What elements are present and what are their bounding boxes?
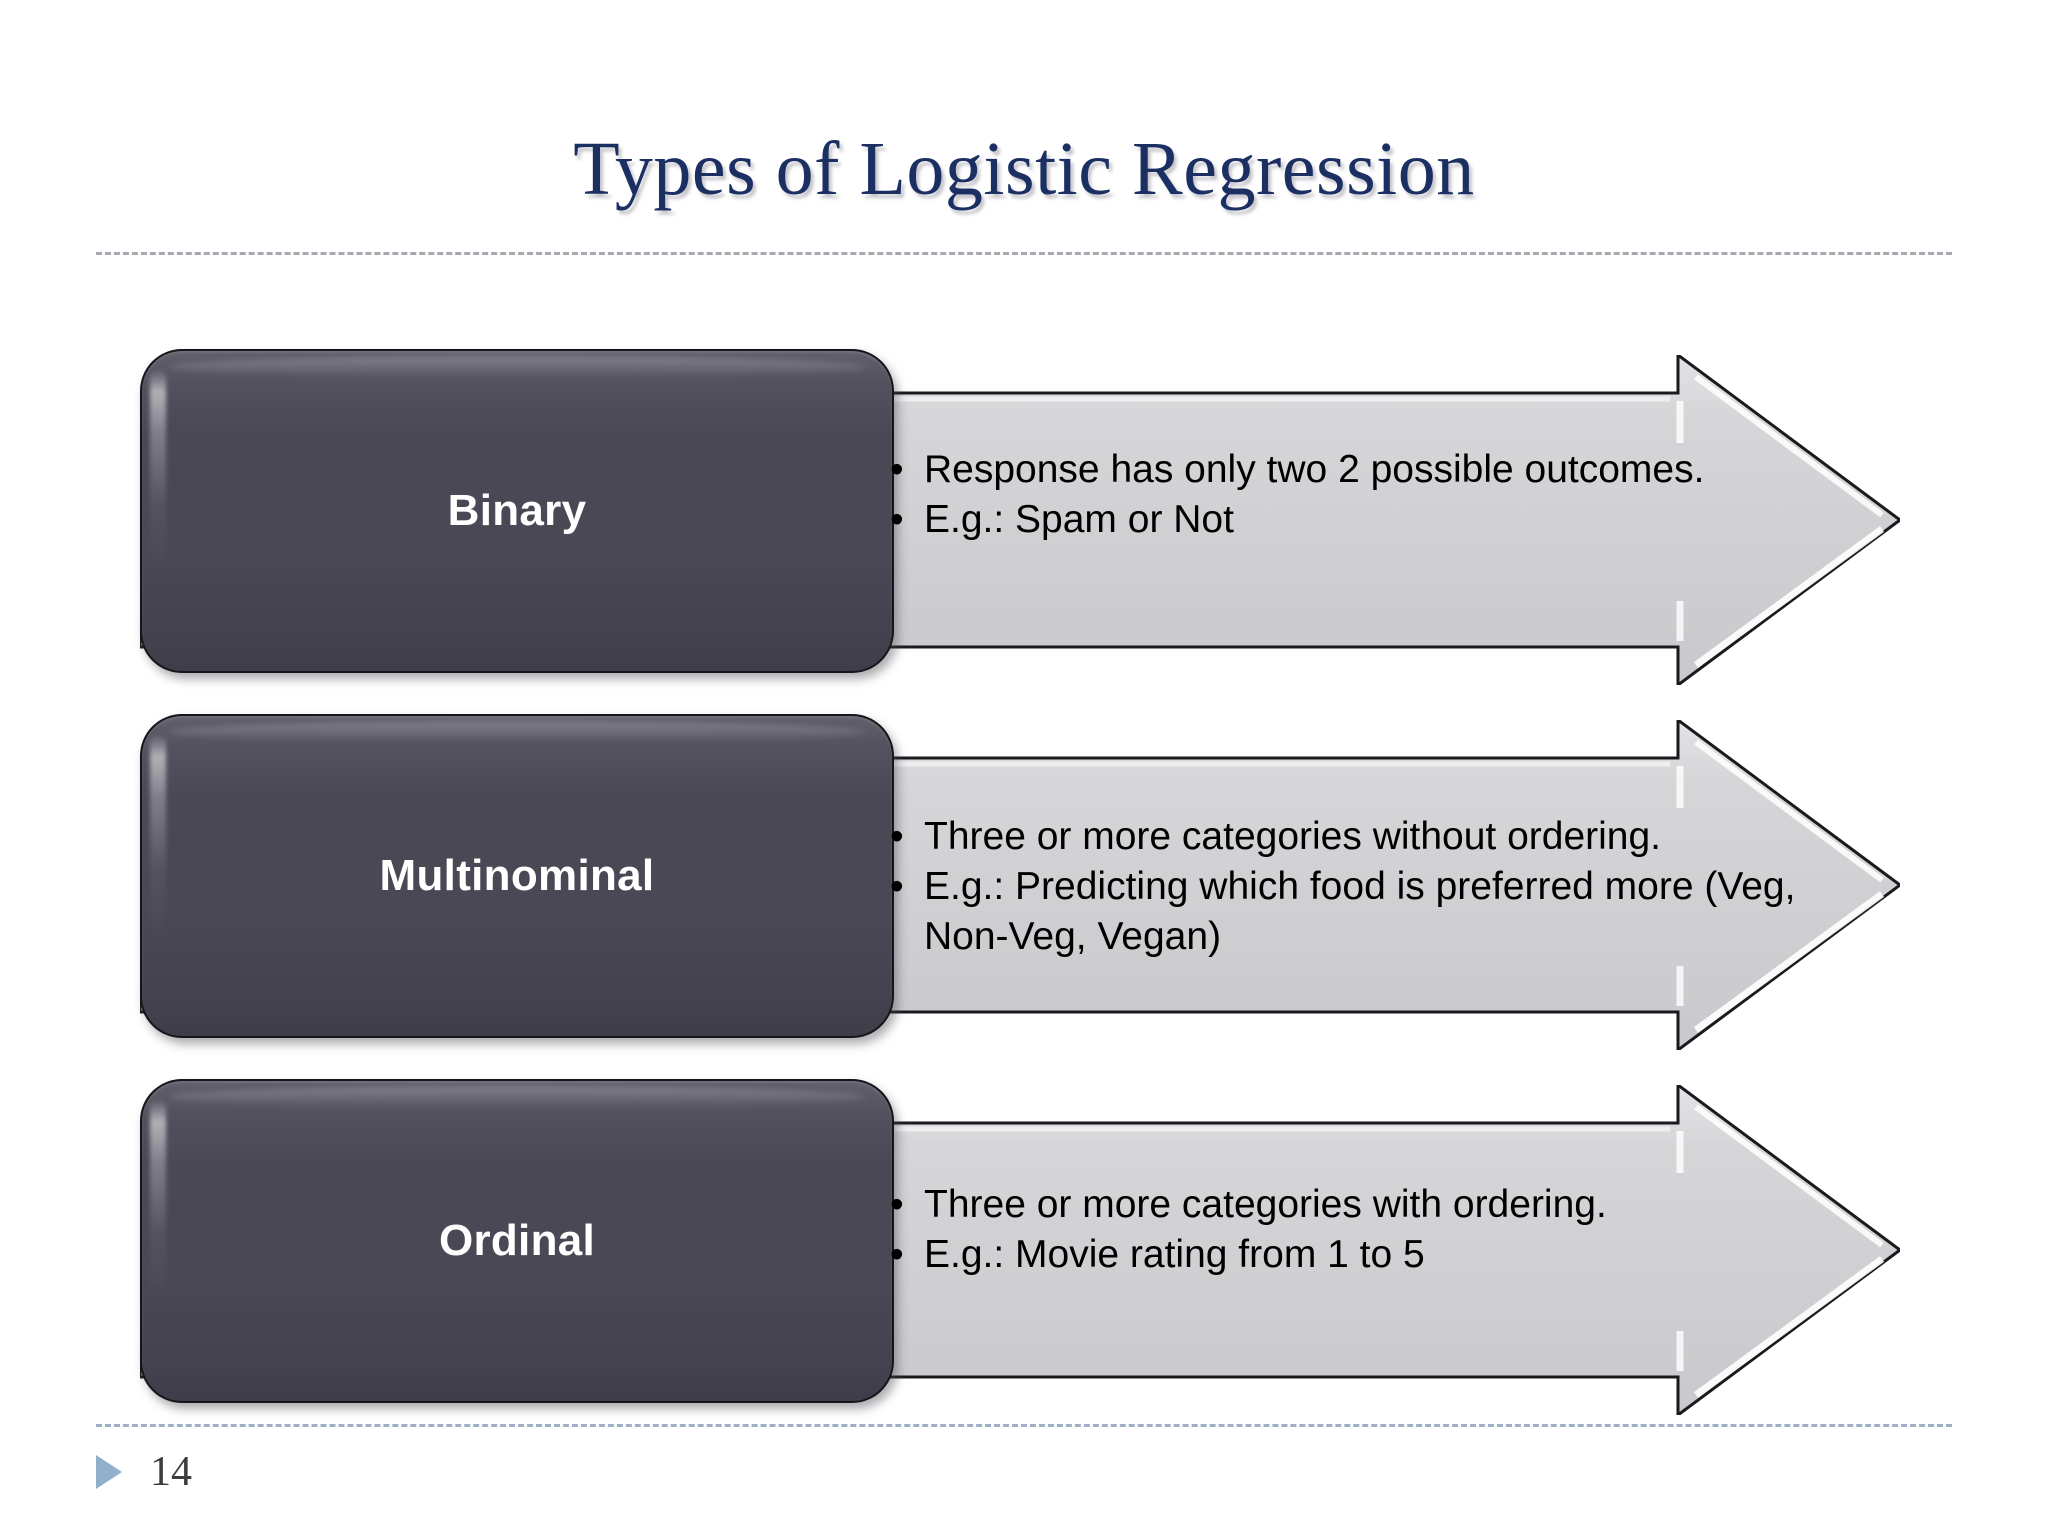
bullet-marker-icon: • [890,497,904,541]
category-label: Multinominal [379,851,655,900]
bullet-item: • Three or more categories without order… [890,812,1850,862]
bullet-item: • E.g.: Movie rating from 1 to 5 [890,1230,1850,1280]
divider-bottom [96,1424,1952,1427]
category-label: Binary [447,486,587,535]
bullet-marker-icon: • [890,1183,904,1226]
category-label: Ordinal [438,1216,596,1265]
divider-top [96,252,1952,255]
bullet-text: E.g.: Movie rating from 1 to 5 [924,1232,1425,1276]
bullet-marker-icon: • [890,448,904,491]
bullet-marker-icon: • [890,1232,904,1276]
category-box-binary[interactable]: Binary [140,349,894,673]
category-box-ordinal[interactable]: Ordinal [140,1079,894,1403]
triangle-marker-icon [96,1455,122,1489]
bullets-multinominal: • Three or more categories without order… [890,812,1850,962]
bullet-text: Three or more categories with ordering. [924,1183,1607,1226]
bullet-item: • Response has only two 2 possible outco… [890,445,1850,495]
row-binary: • Response has only two 2 possible outco… [0,349,2048,685]
bullet-text: E.g.: Spam or Not [924,497,1234,541]
bullet-item: • E.g.: Predicting which food is preferr… [890,862,1850,962]
bullets-ordinal: • Three or more categories with ordering… [890,1180,1850,1280]
page-title: Types of Logistic Regression [573,127,1475,211]
bullet-text: Response has only two 2 possible outcome… [924,448,1705,491]
bullet-text: Three or more categories without orderin… [924,815,1662,858]
bullets-binary: • Response has only two 2 possible outco… [890,445,1850,545]
row-multinominal: • Three or more categories without order… [0,714,2048,1050]
page-number: 14 [150,1449,192,1495]
row-ordinal: • Three or more categories with ordering… [0,1079,2048,1415]
bullet-marker-icon: • [890,815,904,858]
title-area: Types of Logistic Regression [0,127,2048,211]
bullet-marker-icon: • [890,864,904,908]
bullet-item: • E.g.: Spam or Not [890,495,1850,545]
bullet-text: E.g.: Predicting which food is preferred… [924,864,1796,958]
bullet-item: • Three or more categories with ordering… [890,1180,1850,1230]
category-box-multinominal[interactable]: Multinominal [140,714,894,1038]
footer: 14 [96,1448,192,1496]
